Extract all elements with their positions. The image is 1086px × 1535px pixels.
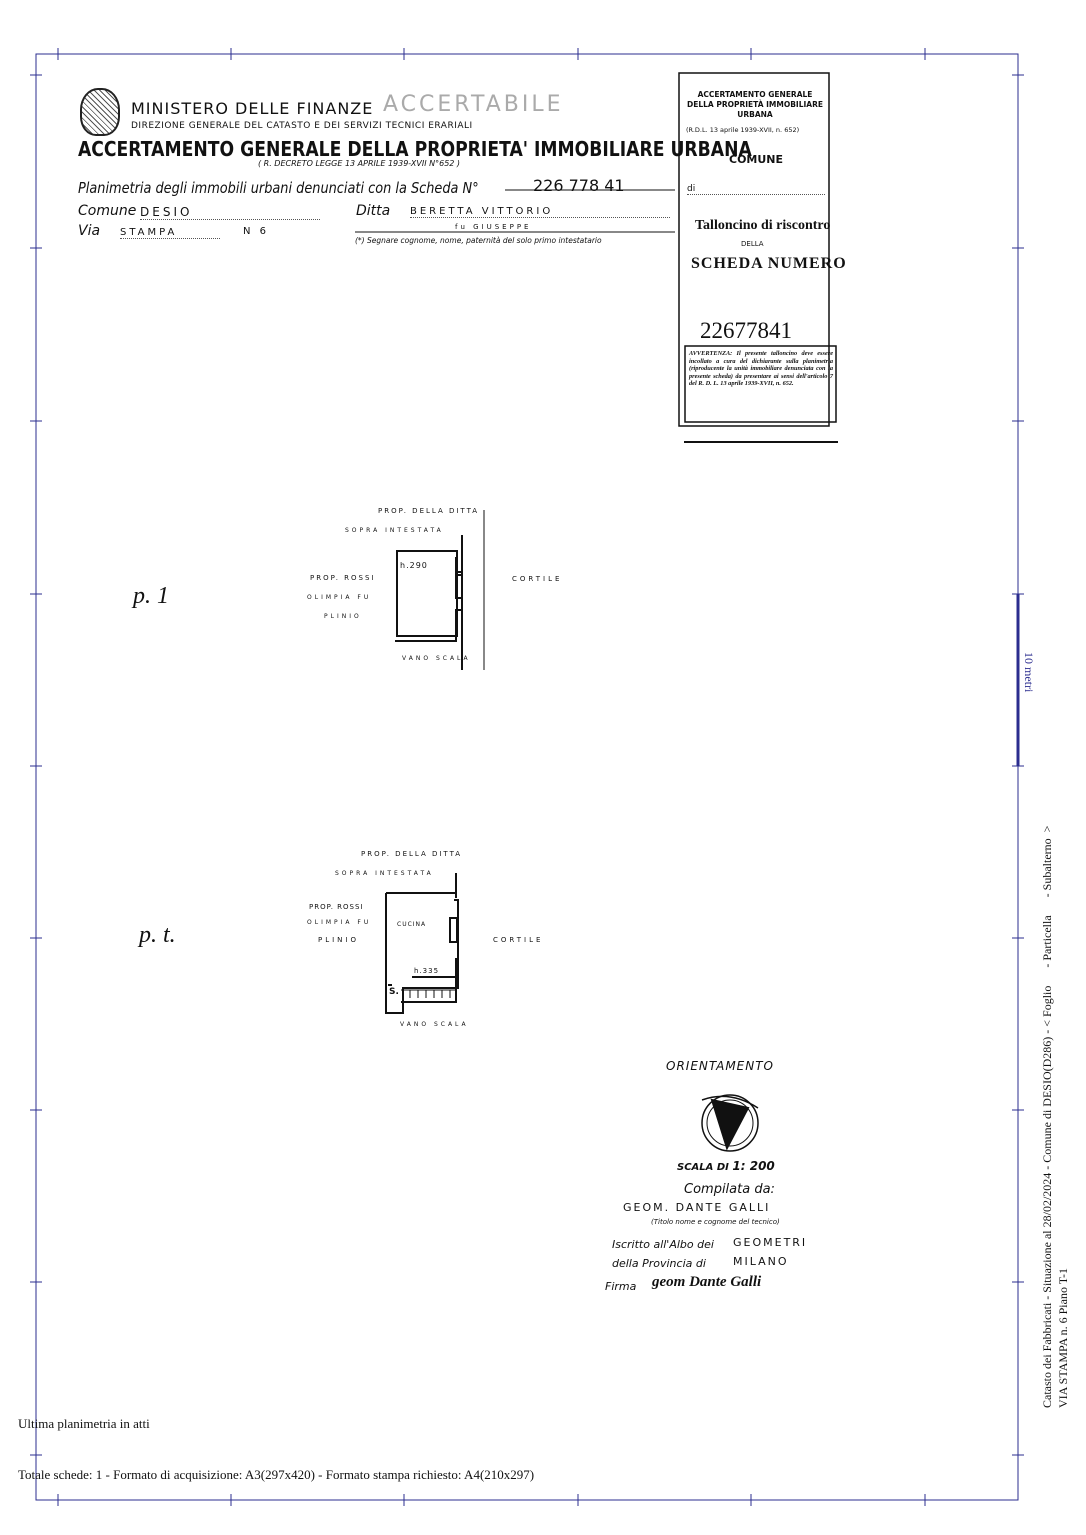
plan1-south: VANO SCALA <box>402 655 471 662</box>
emblem-icon <box>80 88 120 136</box>
paternita: fu GIUSEPPE <box>455 223 532 231</box>
tallon-della: DELLA <box>741 240 764 248</box>
tallon-avvertenza: AVVERTENZA: Il presente talloncino deve … <box>689 350 833 387</box>
tallon-scheda-numero: SCHEDA NUMERO <box>691 255 847 272</box>
ditta-label: Ditta <box>356 203 391 219</box>
plan1-east: CORTILE <box>512 575 563 583</box>
plan1-west2: OLIMPIA FU <box>307 594 372 601</box>
tallon-rdl: (R.D.L. 13 aprile 1939-XVII, n. 652) <box>686 126 800 134</box>
direction-text: DIREZIONE GENERALE DEL CATASTO E DEI SER… <box>131 121 473 131</box>
planimetria-label: Planimetria degli immobili urbani denunc… <box>78 179 479 197</box>
plan1-height: h.290 <box>400 561 428 570</box>
plan2-west: PROP. ROSSI <box>309 903 364 911</box>
tallon-comune: COMUNE <box>729 153 784 166</box>
plan1-north2: SOPRA INTESTATA <box>345 527 444 534</box>
via-value: STAMPA <box>120 227 220 239</box>
scala-label: SCALA DI 1: 200 <box>677 1159 775 1173</box>
plan-first-floor <box>395 510 485 670</box>
plan1-north: PROP. DELLA DITTA <box>378 507 480 515</box>
plan2-west3: PLINIO <box>318 936 359 944</box>
compilata-label: Compilata da: <box>684 1182 775 1197</box>
comune-value: DESIO <box>140 205 320 220</box>
ultima-planimetria: Ultima planimetria in atti <box>18 1416 150 1431</box>
tallon-number: 22677841 <box>700 318 792 343</box>
tecnico-name: GEOM. DANTE GALLI <box>623 1201 771 1214</box>
main-title: ACCERTAMENTO GENERALE DELLA PROPRIETA' I… <box>78 137 752 161</box>
ministry-name: MINISTERO DELLE FINANZE <box>131 99 374 118</box>
tallon-title: Talloncino di riscontro <box>695 218 831 233</box>
iscritto-label: Iscritto all'Albo dei <box>612 1238 714 1251</box>
signature: geom Dante Galli <box>652 1274 762 1290</box>
provincia-value: MILANO <box>733 1255 789 1268</box>
floor-label-ground: p. t. <box>139 922 176 948</box>
plan2-height: h.335 <box>414 967 440 975</box>
plan2-south: VANO SCALA <box>400 1021 469 1028</box>
civico: N 6 <box>243 226 270 237</box>
scale-bar-label: 10 metri <box>1022 652 1036 693</box>
scala-prefix: SCALA DI <box>677 1162 729 1173</box>
tecnico-note: (Titolo nome e cognome del tecnico) <box>651 1218 780 1226</box>
floor-label-first: p. 1 <box>133 583 169 609</box>
note-text: (*) Segnare cognome, nome, paternità del… <box>355 236 602 245</box>
tallon-di: di <box>687 184 825 195</box>
plan2-north: PROP. DELLA DITTA <box>361 850 463 858</box>
plan2-room: CUCINA <box>397 921 427 928</box>
scheda-number: 226 778 41 <box>533 176 625 195</box>
plan-ground-floor <box>385 873 459 1014</box>
plan1-west: PROP. ROSSI <box>310 574 376 582</box>
decree-text: ( R. DECRETO LEGGE 13 APRILE 1939-XVII N… <box>258 159 461 168</box>
compass-icon <box>701 1094 759 1152</box>
albo-value: GEOMETRI <box>733 1236 808 1249</box>
plan2-east: CORTILE <box>493 936 544 944</box>
totale-schede: Totale schede: 1 - Formato di acquisizio… <box>18 1467 535 1482</box>
firma-label: Firma <box>605 1280 637 1293</box>
plan1-west3: PLINIO <box>324 613 362 620</box>
side-info-line1: Catasto dei Fabbricati - Situazione al 2… <box>1040 825 1054 1408</box>
scala-value: 1: 200 <box>732 1159 775 1173</box>
plan2-north2: SOPRA INTESTATA <box>335 870 434 877</box>
side-info-line2: VIA STAMPA n. 6 Piano T-1 <box>1056 1268 1070 1408</box>
tallon-heading: ACCERTAMENTO GENERALE DELLA PROPRIETÀ IM… <box>687 90 823 119</box>
ditta-value: BERETTA VITTORIO <box>410 206 670 218</box>
plan2-west2: OLIMPIA FU <box>307 919 372 926</box>
stamp-text: ACCERTABILE <box>383 92 564 117</box>
provincia-label: della Provincia di <box>612 1257 706 1270</box>
tallon-border <box>678 72 830 427</box>
comune-label: Comune <box>78 203 137 219</box>
plan2-stair: S. <box>389 987 399 997</box>
orientamento-label: ORIENTAMENTO <box>666 1059 775 1073</box>
via-label: Via <box>78 223 101 239</box>
